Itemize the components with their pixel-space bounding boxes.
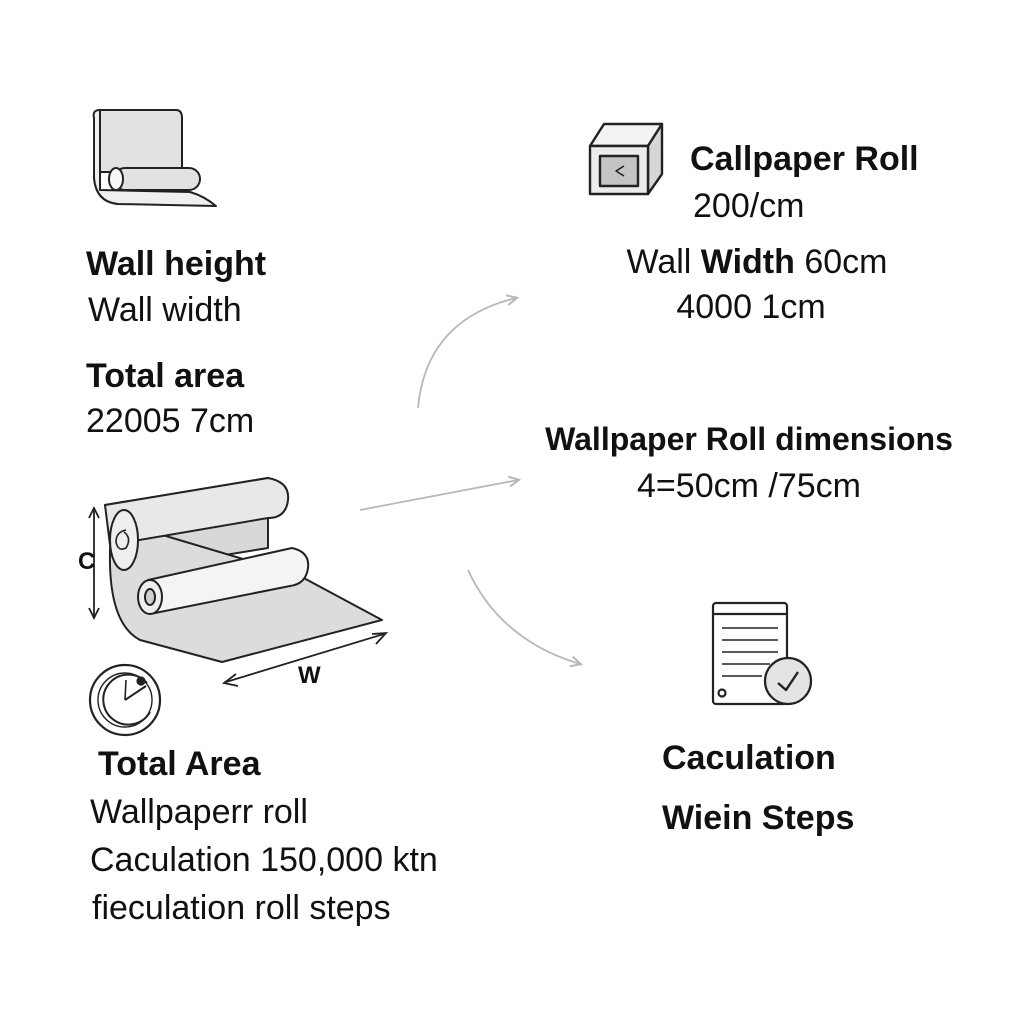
box-roll-icon bbox=[588, 122, 664, 196]
calculation-steps-text: fieculation roll steps bbox=[92, 889, 391, 927]
roll-title: Callpaper Roll bbox=[690, 140, 919, 178]
arrow-down-right bbox=[467, 569, 584, 668]
wallpaper-sheet-icon bbox=[92, 109, 217, 207]
wall-width-label: Wall width bbox=[88, 291, 242, 329]
roll-dimensions-title: Wallpaper Roll dimensions bbox=[545, 421, 953, 457]
total-area-heading: Total Area bbox=[98, 745, 261, 783]
total-area-label: Total area bbox=[86, 357, 245, 395]
roll-dimensions-value: 4=50cm /75cm bbox=[637, 467, 861, 505]
dimension-label-w: W bbox=[298, 662, 321, 689]
roll-value: 200/cm bbox=[693, 187, 805, 225]
wall-width-line: Wall Width 60cm bbox=[626, 243, 888, 281]
calculation-text: Caculation 150,000 ktn bbox=[90, 841, 438, 879]
wall-width-value: 60cm bbox=[794, 243, 888, 281]
calculation-title: Caculation bbox=[662, 739, 836, 777]
wall-width-prefix: Wall bbox=[626, 243, 701, 281]
wall-width-value-2: 4000 1cm bbox=[676, 288, 826, 326]
calculation-subtitle: Wiein Steps bbox=[662, 799, 855, 837]
checklist-document-icon bbox=[711, 601, 813, 706]
total-area-value: 22005 7cm bbox=[86, 402, 255, 440]
wall-height-label: Wall height bbox=[86, 245, 267, 283]
arrow-right bbox=[359, 475, 522, 511]
wallpaper-rolls-icon bbox=[104, 477, 383, 663]
width-dimension-arrow bbox=[221, 631, 389, 687]
dimension-label-c: C bbox=[78, 548, 96, 575]
wall-width-bold: Width bbox=[700, 243, 795, 281]
arrow-up-right bbox=[417, 294, 520, 409]
wallpaper-roll-text: Wallpaperr roll bbox=[90, 793, 308, 831]
area-gauge-icon bbox=[88, 663, 162, 737]
height-dimension-arrow bbox=[88, 505, 100, 621]
